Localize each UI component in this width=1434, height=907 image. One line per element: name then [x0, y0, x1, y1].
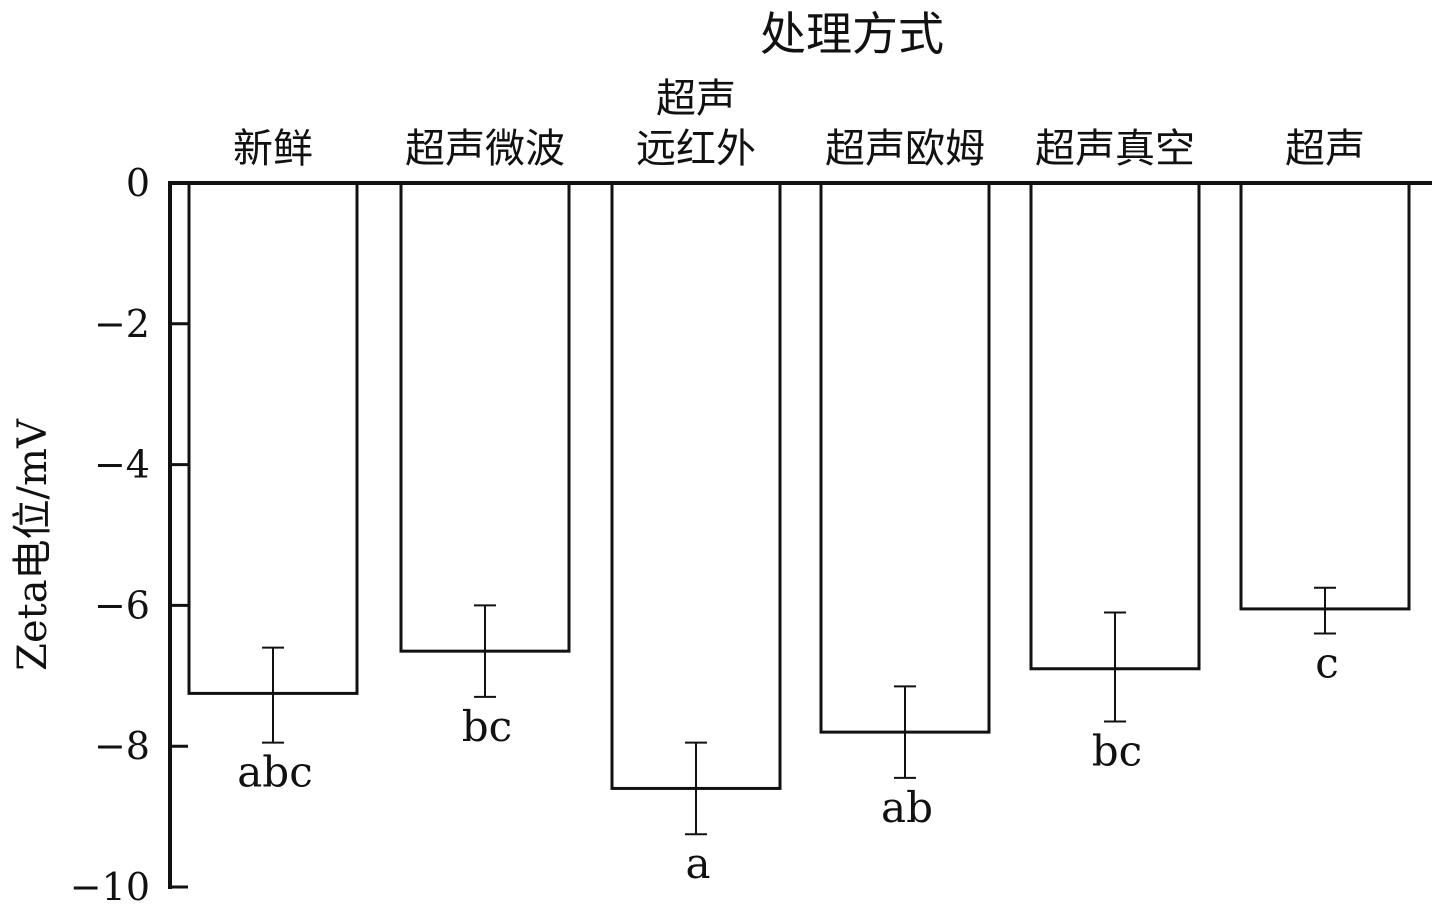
significance-label: bc [462, 702, 512, 751]
bars-layer [187, 181, 1411, 790]
axes-layer [168, 181, 1432, 889]
significance-label: c [1315, 639, 1339, 688]
significance-label: a [685, 839, 710, 888]
category-label: 超声 [656, 76, 736, 122]
error-bars-layer [262, 586, 1336, 836]
bar [187, 181, 359, 695]
significance-label: bc [1092, 727, 1142, 776]
category-label: 超声微波 [405, 126, 565, 172]
y-tick-label: −4 [94, 443, 150, 487]
significance-label: ab [881, 783, 933, 832]
bar [399, 181, 571, 653]
bar [1239, 181, 1411, 611]
category-label: 超声欧姆 [825, 126, 985, 172]
y-tick-label: 0 [126, 161, 150, 205]
y-axis-title: Zeta电位/mV [10, 418, 56, 671]
category-label: 新鲜 [233, 126, 313, 172]
y-tick-label: −10 [70, 865, 150, 903]
bar [819, 181, 991, 734]
x-axis-title: 处理方式 [760, 7, 944, 61]
bar [1029, 181, 1201, 671]
category-label: 超声真空 [1035, 126, 1195, 172]
bar [610, 181, 782, 790]
y-tick-label: −6 [94, 583, 150, 627]
category-label: 远红外 [636, 126, 756, 172]
labels-layer: 0−2−4−6−8−10Zeta电位/mV处理方式新鲜超声微波超声远红外超声欧姆… [10, 7, 1365, 907]
y-tick-label: −2 [94, 302, 150, 346]
category-label: 超声 [1285, 126, 1365, 172]
significance-label: abc [237, 748, 312, 797]
y-tick-label: −8 [94, 724, 150, 768]
